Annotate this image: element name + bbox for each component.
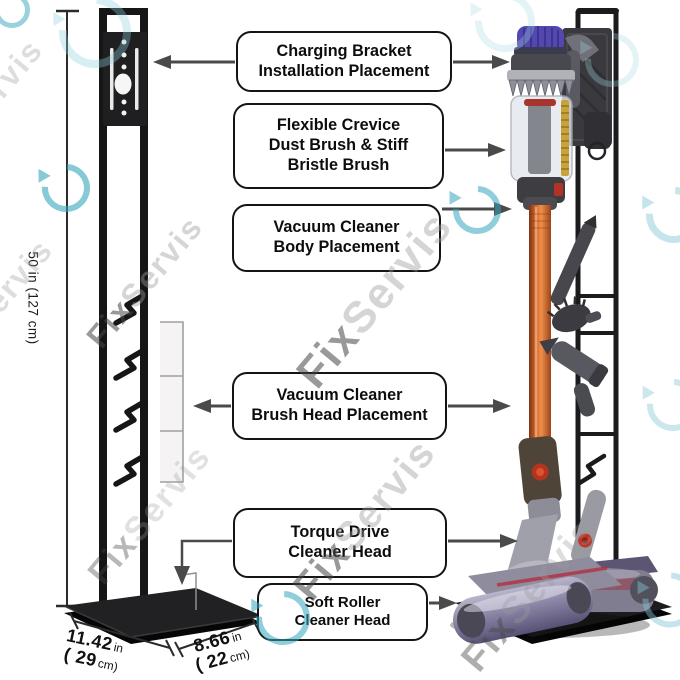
- arrow-brush-head-right-icon: [448, 399, 511, 413]
- arrow-charging-bracket-right-icon: [453, 55, 510, 69]
- callout-line: Cleaner Head: [294, 612, 391, 629]
- arrow-torque-drive-elbow-icon: [174, 539, 232, 585]
- callout-line: Cleaner Head: [288, 543, 392, 561]
- crevice-tool: [550, 215, 597, 306]
- callout-line: Bristle Brush: [287, 155, 390, 174]
- arrow-crevice-brush-right-icon: [445, 143, 506, 157]
- callout-line: Installation Placement: [258, 61, 430, 80]
- arrow-body-placement-right-icon: [442, 202, 512, 216]
- stand-with-vacuum-illustration: [450, 8, 672, 644]
- callout-line: Body Placement: [273, 238, 400, 256]
- mini-motorized-tool: [539, 337, 609, 417]
- head-placement-ghost-outline: [181, 572, 197, 610]
- callout-torque-drive: Torque Drive Cleaner Head: [233, 508, 447, 578]
- arrow-torque-drive-right-icon: [448, 534, 518, 548]
- cyclone-flutes: [508, 79, 574, 97]
- vacuum-body: [507, 26, 599, 203]
- callout-soft-roller: Soft Roller Cleaner Head: [257, 583, 428, 641]
- callout-line: Vacuum Cleaner: [276, 386, 403, 405]
- dimension-unit: cm): [96, 656, 120, 675]
- vacuum-handle: [565, 34, 599, 62]
- callout-brush-head-placement: Vacuum Cleaner Brush Head Placement: [232, 372, 447, 440]
- orange-wand: [523, 197, 557, 439]
- height-dimension-label: 50 in (127 cm): [25, 251, 41, 345]
- frame-hook: [575, 453, 607, 487]
- empty-stand-illustration: [56, 8, 264, 658]
- arrow-soft-roller-right-icon: [429, 596, 457, 610]
- callout-line: Brush Head Placement: [251, 406, 428, 424]
- arrow-charging-bracket-left-icon: [153, 55, 235, 69]
- callout-line: Dust Brush & Stiff: [268, 136, 409, 155]
- arrow-brush-head-left-icon: [193, 399, 231, 413]
- stand-frame: [99, 8, 148, 604]
- dust-bin: [510, 95, 573, 182]
- dimension-unit: in: [230, 628, 244, 645]
- height-dimension-line: [56, 9, 79, 608]
- accessory-ghost-outline: [160, 321, 184, 483]
- callout-line: Charging Bracket: [276, 41, 412, 60]
- callout-crevice-dust-brush: Flexible Crevice Dust Brush & Stiff Bris…: [233, 103, 444, 189]
- stand-hooks: [113, 292, 147, 487]
- callout-line: Torque Drive: [290, 523, 390, 542]
- callout-body-placement: Vacuum Cleaner Body Placement: [232, 204, 441, 272]
- callout-line: Soft Roller: [304, 593, 381, 611]
- soft-roller-head: [453, 436, 622, 644]
- dust-brush-tool: [546, 296, 602, 333]
- charging-plate: [103, 32, 147, 126]
- callout-charging-bracket: Charging Bracket Installation Placement: [236, 31, 452, 92]
- callout-arrows: [153, 55, 518, 610]
- callout-line: Vacuum Cleaner: [273, 218, 400, 237]
- callout-line: Flexible Crevice: [276, 116, 401, 135]
